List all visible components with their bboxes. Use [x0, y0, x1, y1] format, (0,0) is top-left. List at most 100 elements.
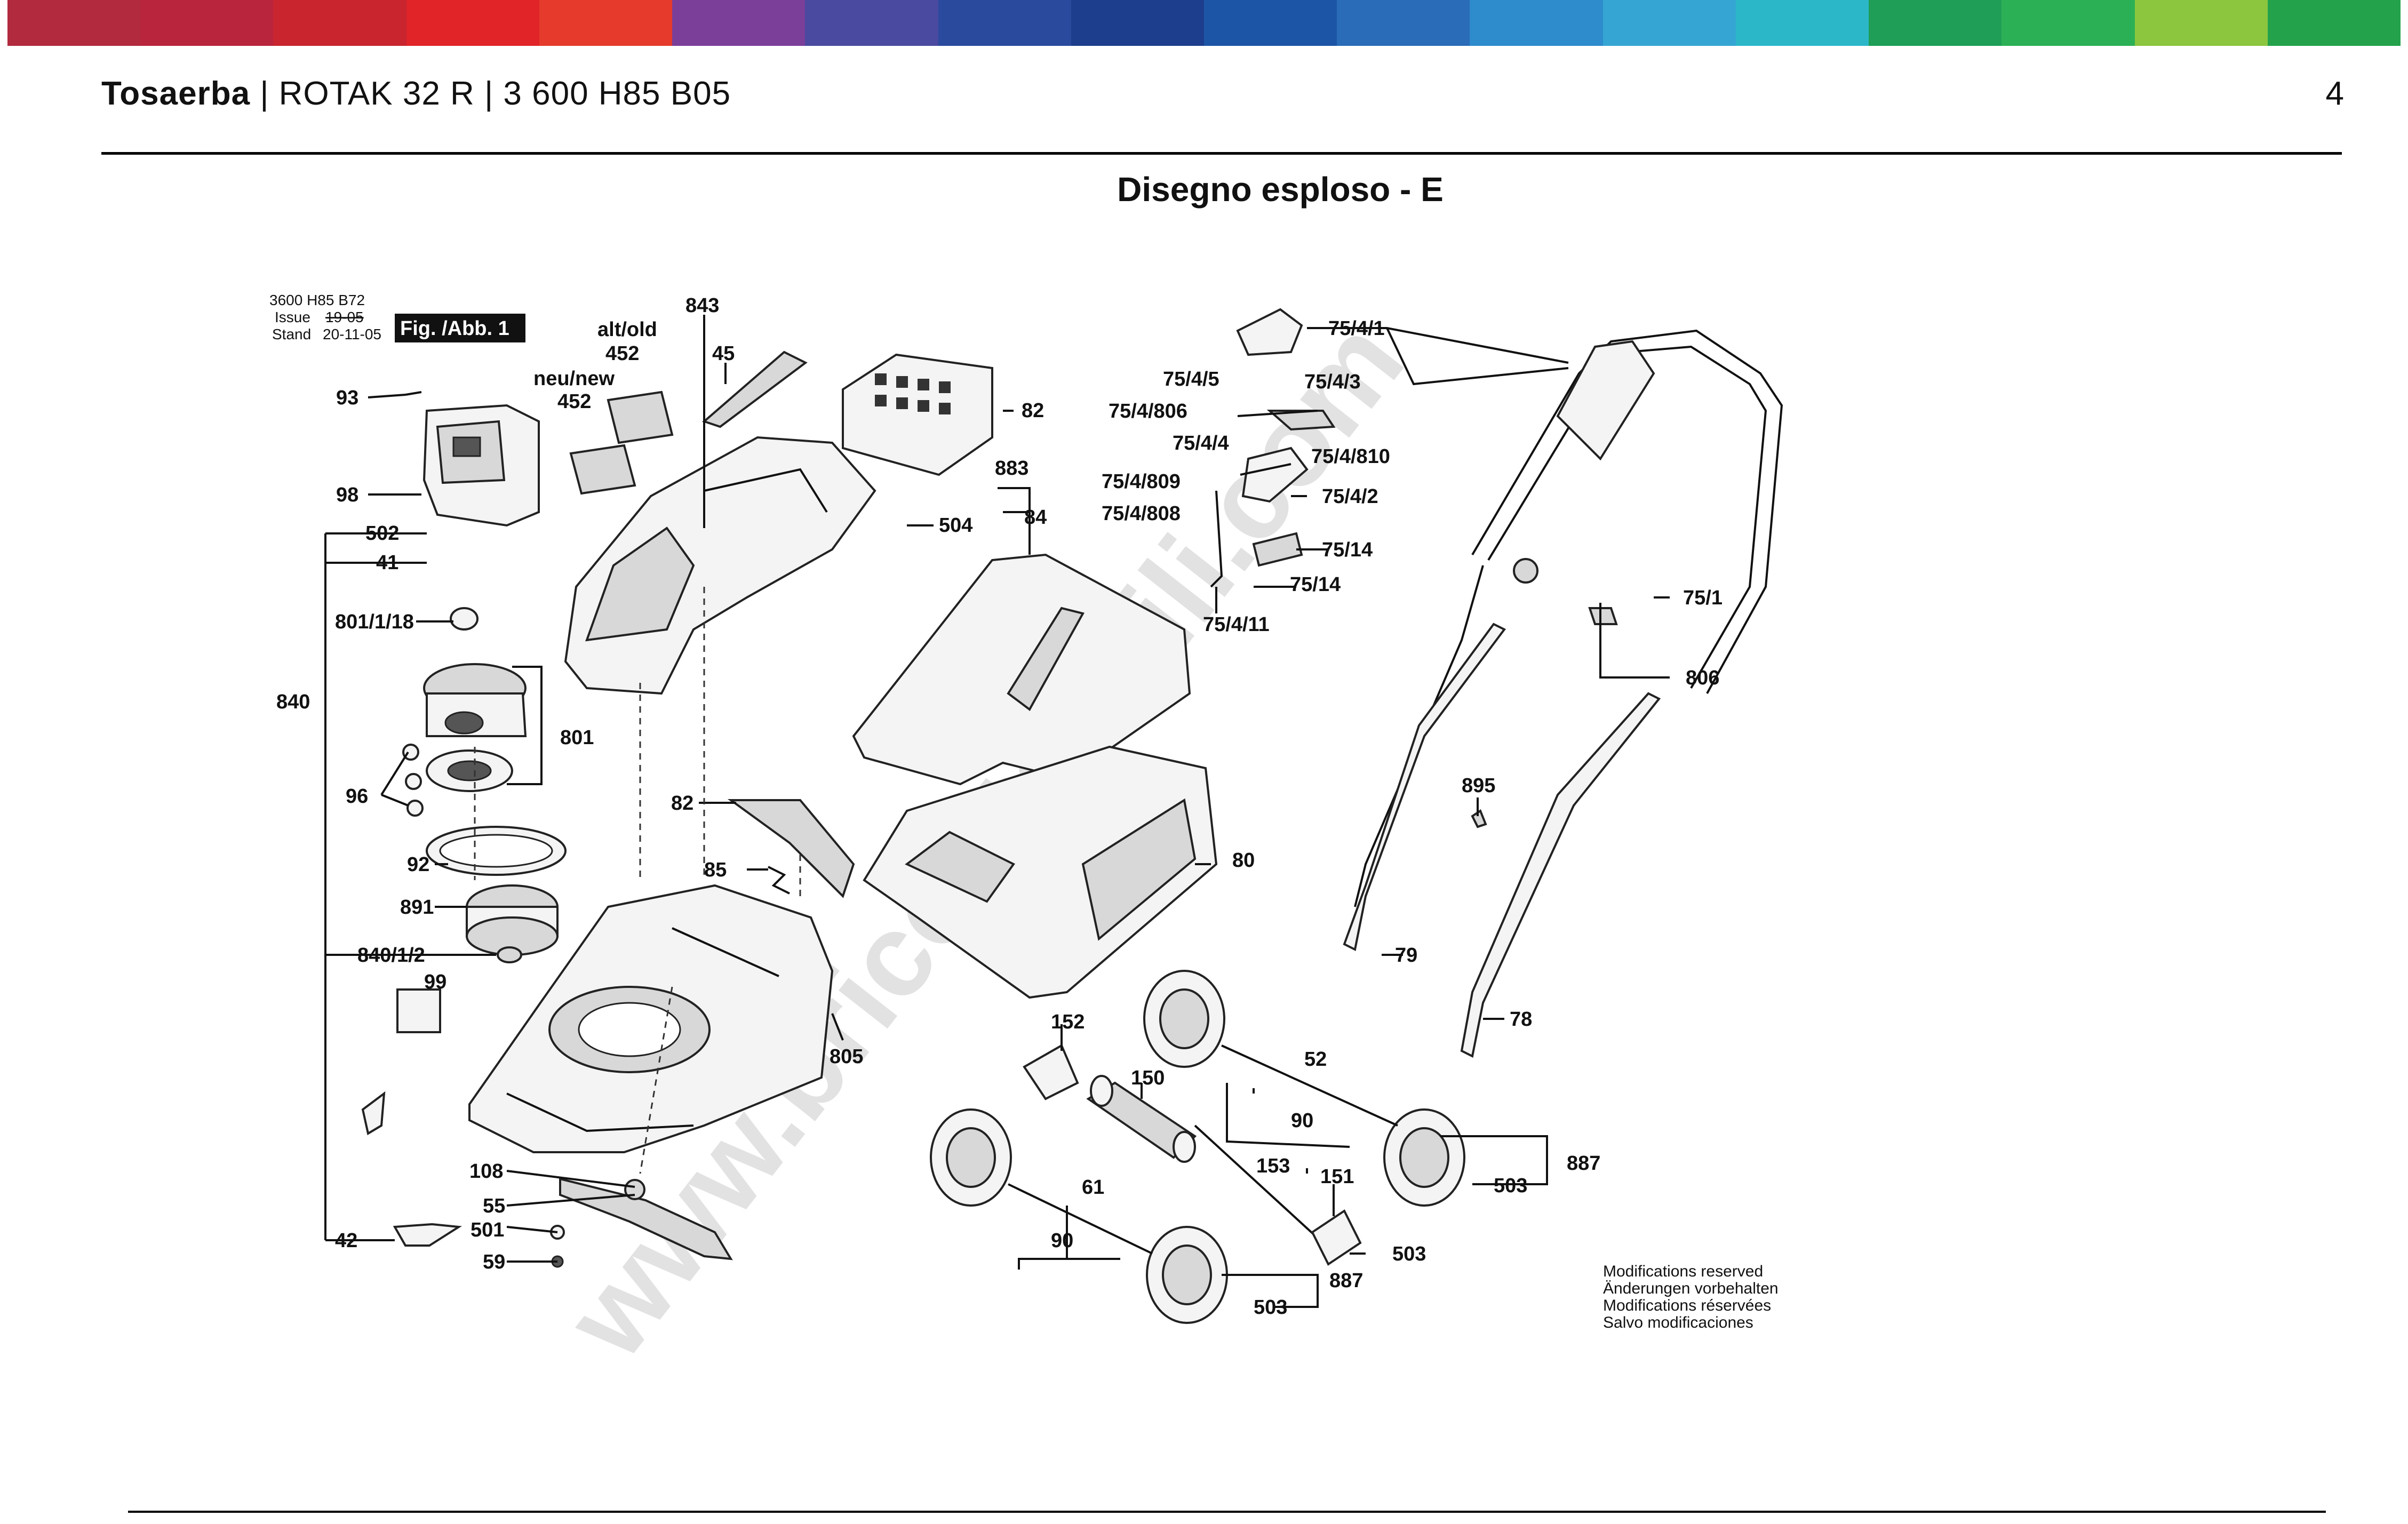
label-152: 152: [1051, 1011, 1085, 1033]
label-92: 92: [407, 853, 429, 876]
neu-new-label: neu/new: [533, 368, 615, 390]
note-line-4: Salvo modificaciones: [1603, 1314, 1753, 1331]
modifications-note: Modifications reserved Änderungen vorbeh…: [1603, 1263, 1779, 1331]
label-502: 502: [365, 522, 399, 545]
page-title: Disegno esploso - E: [1117, 170, 1444, 209]
color-band-segment: [938, 0, 1071, 46]
color-band-segment: [140, 0, 274, 46]
color-band-segment: [2267, 0, 2401, 46]
color-band: [7, 0, 2401, 46]
label-452-old: 452: [605, 342, 639, 365]
header-rule: [101, 152, 2342, 155]
lower-handle-78: [1460, 692, 1661, 1058]
part-82-b: [727, 799, 855, 898]
label-90-b: 90: [1051, 1230, 1073, 1252]
grass-box-lid-84: [852, 553, 1191, 786]
label-806: 806: [1686, 667, 1719, 689]
rod-153: [1194, 1124, 1324, 1244]
fill-indicator-82: [842, 353, 993, 476]
label-85: 85: [704, 859, 727, 881]
color-band-segment: [2134, 0, 2268, 46]
label-41: 41: [376, 552, 398, 574]
color-band-segment: [1602, 0, 1736, 46]
label-75-4-5: 75/4/5: [1163, 368, 1219, 390]
axle-61: [1008, 1183, 1153, 1255]
label-153: 153: [1256, 1155, 1290, 1177]
part-151: [1311, 1209, 1362, 1266]
wheel-rear-left: [1146, 1226, 1228, 1324]
drawing-number: 3600 H85 B72: [269, 292, 365, 308]
wheel-rear-right: [1383, 1108, 1465, 1207]
label-503-b: 503: [1392, 1243, 1426, 1265]
wheel-front-left: [930, 1108, 1012, 1207]
label-75-4-810: 75/4/810: [1311, 445, 1390, 468]
wheel-front-right: [1143, 970, 1225, 1068]
label-75-14-b: 75/14: [1290, 573, 1341, 596]
alt-old-label: alt/old: [597, 318, 657, 341]
label-840: 840: [276, 691, 310, 713]
figure-tag: Fig. /Abb. 1: [400, 317, 509, 340]
label-887-b: 887: [1329, 1270, 1363, 1292]
stand-label: Stand: [272, 326, 311, 342]
spring-85: [768, 866, 790, 895]
label-150: 150: [1131, 1067, 1165, 1089]
part-96: [402, 744, 424, 817]
label-75-4-11: 75/4/11: [1203, 613, 1270, 636]
label-843: 843: [685, 294, 719, 317]
separator: |: [260, 75, 279, 112]
label-75-4-3: 75/4/3: [1304, 371, 1361, 393]
note-line-1: Modifications reserved: [1603, 1263, 1763, 1280]
label-75-4-808: 75/4/808: [1102, 502, 1181, 525]
part-42: [361, 1091, 462, 1247]
badge-452: [569, 390, 674, 495]
label-79: 79: [1395, 944, 1417, 967]
upper-handle-75-1: [1471, 329, 1783, 694]
roller-150: [1086, 1075, 1197, 1163]
figure-tag-box: [395, 314, 525, 342]
knob: [1513, 558, 1538, 584]
page-header: Tosaerba | ROTAK 32 R | 3 600 H85 B05: [101, 75, 731, 113]
label-895: 895: [1462, 775, 1495, 797]
label-82: 82: [1022, 400, 1044, 422]
color-band-segment: [1735, 0, 1869, 46]
part-93: [405, 391, 422, 396]
label-45: 45: [712, 342, 735, 365]
axle-52: [1221, 1044, 1398, 1127]
label-840-1-2: 840/1/2: [357, 944, 425, 967]
part-840-1-2: [497, 946, 522, 963]
label-801-1-18: 801/1/18: [335, 611, 414, 633]
label-84: 84: [1024, 506, 1047, 529]
label-151: 151: [1320, 1166, 1354, 1188]
motor-cover: [422, 404, 540, 527]
label-96: 96: [346, 785, 368, 808]
label-78: 78: [1510, 1008, 1532, 1031]
label-75-4-1: 75/4/1: [1328, 317, 1385, 340]
belt: [426, 826, 567, 876]
part-152: [1023, 1044, 1079, 1100]
label-805: 805: [830, 1046, 863, 1068]
leader-lines: [324, 315, 1670, 1308]
color-band-segment: [805, 0, 938, 46]
part-99: [396, 988, 441, 1033]
page-number: 4: [2325, 75, 2344, 112]
color-band-segment: [1203, 0, 1337, 46]
note-line-3: Modifications réservées: [1603, 1297, 1771, 1314]
label-75-14-a: 75/14: [1322, 539, 1373, 561]
footer-rule: [128, 1511, 2326, 1513]
label-75-4-806: 75/4/806: [1109, 400, 1187, 422]
label-891: 891: [400, 896, 434, 919]
label-55: 55: [483, 1195, 505, 1217]
label-75-4-4: 75/4/4: [1173, 432, 1229, 454]
motor-hood: [564, 436, 876, 695]
part-number: 3 600 H85 B05: [503, 75, 731, 112]
label-42: 42: [335, 1230, 357, 1252]
grass-box-80: [863, 745, 1218, 999]
label-883: 883: [995, 457, 1028, 480]
label-503-c: 503: [1254, 1296, 1287, 1319]
issue-date: 20-11-05: [323, 326, 381, 342]
handle-grip-45: [702, 350, 808, 428]
label-75-4-2: 75/4/2: [1322, 485, 1378, 508]
color-band-segment: [672, 0, 806, 46]
part-labels: 843 45 452 452 93 98 82 504 883 84 502 4…: [276, 294, 1723, 1319]
